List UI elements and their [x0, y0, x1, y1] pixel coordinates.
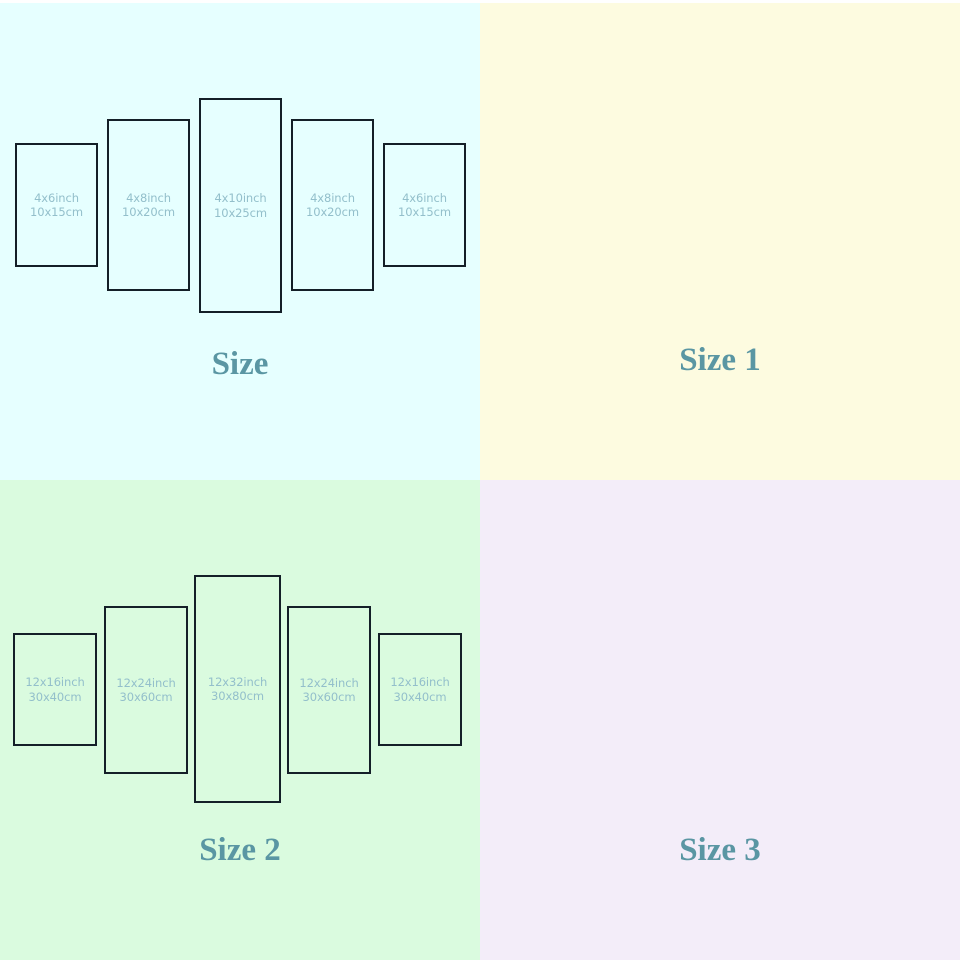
panel-size-inch: 12x32inch [207, 674, 268, 689]
panel-size-inch: 4x8inch [126, 190, 171, 205]
quadrant-title-size-2: Size 2 [199, 832, 281, 868]
panel-size-cm: 10x20cm [306, 205, 359, 219]
panel-size-cm: 10x20cm [122, 205, 175, 219]
panel-size-cm: 10x15cm [30, 205, 83, 219]
panel-size-cm: 30x40cm [28, 689, 82, 704]
panel-size-inch: 4x8inch [310, 190, 355, 205]
panel-size-cm: 30x80cm [211, 689, 264, 703]
quadrant-size-1: 8x14inch20x35cm8x18inch20x45cm8x22inch20… [480, 0, 960, 480]
quadrant-size-3: 16x24inch40x60cm16x32inch40x80cm16x40inc… [480, 480, 960, 960]
panel-size-inch: 12x24inch [116, 675, 176, 690]
panel-size-inch: 12x16inch [25, 675, 85, 689]
quadrant-title-size-3: Size 3 [679, 832, 761, 868]
panel-size-cm: 30x60cm [119, 690, 173, 704]
panel-size-cm: 10x25cm [214, 205, 267, 220]
panel-group-size-1: 8x14inch20x35cm8x18inch20x45cm8x22inch20… [480, 0, 960, 480]
panel-size-inch: 4x6inch [34, 190, 79, 205]
panel-group-size-3: 16x24inch40x60cm16x32inch40x80cm16x40inc… [480, 480, 960, 960]
panel-size-inch: 4x6inch [402, 190, 447, 205]
panel-size-cm: 30x60cm [302, 690, 356, 704]
quadrant-title-size: Size [211, 346, 269, 382]
panel-size-cm: 30x40cm [393, 689, 447, 704]
quadrant-title-size-1: Size 1 [679, 342, 761, 378]
top-white-strip [0, 0, 960, 3]
panel-size-inch: 12x16inch [390, 675, 450, 689]
panel-size-cm: 10x15cm [398, 205, 451, 219]
panel-size-inch: 4x10inch [214, 191, 267, 205]
panel-size-inch: 12x24inch [299, 675, 359, 690]
